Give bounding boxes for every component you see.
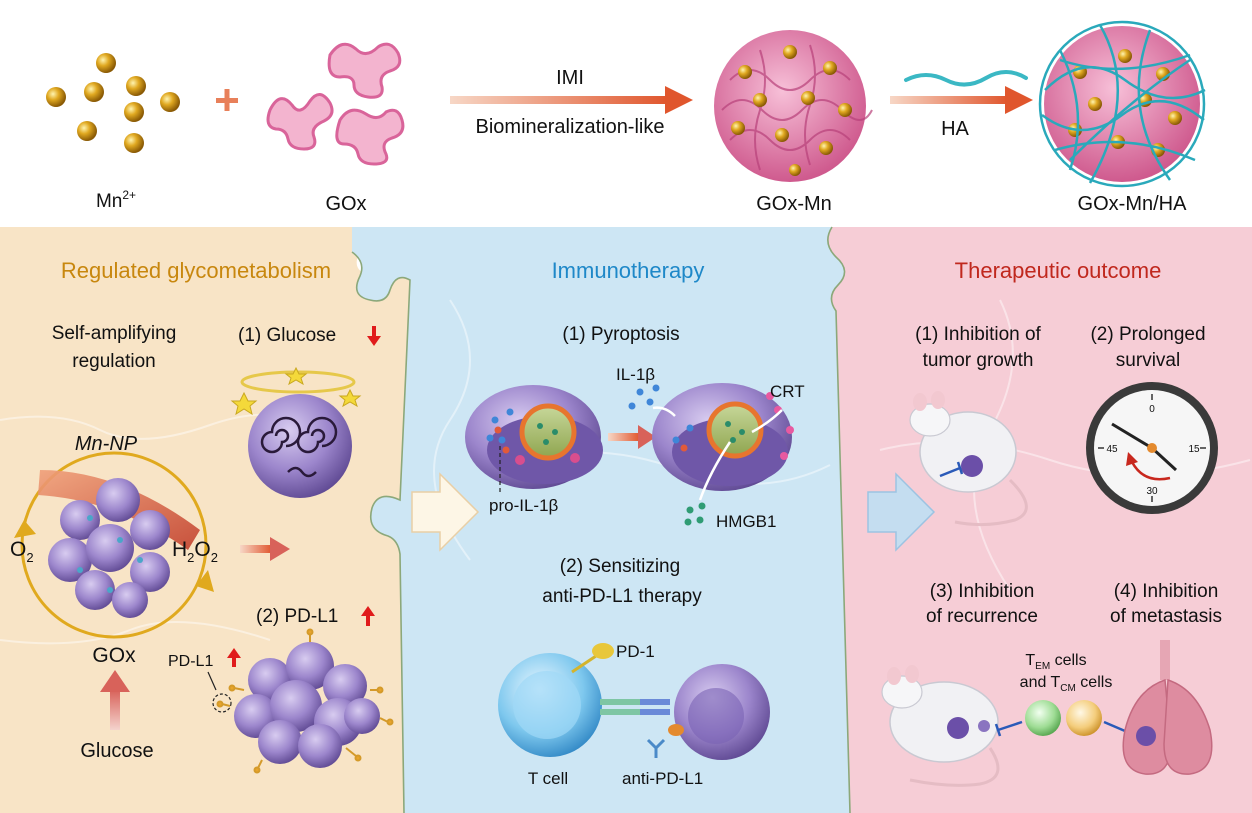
clock-0: 0	[1149, 404, 1155, 415]
flow-arrow-left	[411, 472, 480, 552]
crt-arrow	[751, 409, 783, 434]
clock-30: 30	[1146, 486, 1158, 497]
pyroptotic-cell-icon-intact	[465, 385, 603, 489]
gox-cycle-label: GOx	[92, 644, 136, 667]
arrow1-top-label: IMI	[556, 67, 584, 89]
memory-tcell-icons	[994, 700, 1136, 741]
mouse-icon-recurrence	[881, 665, 1000, 787]
goxmn-label: GOx-Mn	[756, 193, 832, 215]
sens-line1: (2) Sensitizing	[560, 556, 680, 577]
glucose-up-arrow	[100, 670, 130, 730]
plus-icon	[216, 89, 238, 111]
panel-mid-title: Immunotherapy	[552, 258, 705, 283]
anti-pdl1-antibody-icon	[646, 738, 666, 758]
synthesis-section: Mn2+ GOx IMI Biomineralization-like	[46, 20, 1206, 215]
tcell-label: T cell	[528, 769, 568, 788]
pd1-label: PD-1	[616, 642, 655, 661]
goxmn-particle-icon	[714, 30, 873, 182]
gox-mn-ha-particle-icon	[1038, 20, 1206, 188]
mn-ion-icon	[46, 53, 180, 153]
h2o2-arrow	[240, 537, 290, 561]
arrow-up-icon	[361, 606, 375, 626]
panel-right-title: Therapeutic outcome	[955, 258, 1162, 283]
panel-mid: Immunotherapy (1) Pyroptosis pro-IL-1β	[465, 258, 805, 788]
pdl1-callout-circle	[212, 693, 232, 713]
glucose-item: (1) Glucose	[238, 325, 336, 346]
tem-label: TEM cells	[1025, 652, 1086, 672]
out3-line1: (3) Inhibition	[930, 581, 1035, 602]
sens-line2: anti-PD-L1 therapy	[542, 586, 702, 607]
out1-line2: tumor growth	[923, 350, 1034, 371]
self-amp-line2: regulation	[72, 351, 155, 372]
clock-icon: 0 15 30 45	[1086, 382, 1218, 514]
crt-label: CRT	[770, 382, 805, 401]
mn-np-label: Mn-NP	[75, 433, 138, 455]
out2-line2: survival	[1116, 350, 1180, 371]
arrow2-label: HA	[941, 118, 969, 140]
pdl1-small-label: PD-L1	[168, 653, 213, 670]
pyroptotic-cell-icon	[652, 383, 794, 491]
tumor-cell-icon	[668, 664, 770, 760]
final-label: GOx-Mn/HA	[1078, 193, 1188, 215]
sad-cell-icon	[230, 366, 362, 498]
hmgb1-label: HMGB1	[716, 512, 776, 531]
out1-line1: (1) Inhibition of	[915, 324, 1041, 345]
pyro-arrow	[608, 425, 656, 449]
gox-label: GOx	[325, 193, 366, 215]
arrow-down-icon	[367, 326, 381, 346]
il1b-arrow	[652, 406, 676, 417]
out3-line2: of recurrence	[926, 606, 1038, 627]
o2-label: O2	[10, 538, 34, 565]
out4-line1: (4) Inhibition	[1114, 581, 1219, 602]
glucose-label: Glucose	[80, 740, 153, 762]
pro-il1b-label: pro-IL-1β	[489, 496, 559, 515]
ha-strand-icon	[904, 70, 1028, 87]
flow-arrow-right	[867, 472, 936, 552]
clock-45: 45	[1106, 444, 1118, 455]
synthesis-arrow-1	[450, 86, 693, 114]
pdl1-item: (2) PD-L1	[256, 606, 338, 627]
lung-icon	[1122, 640, 1213, 775]
anti-pdl1-label: anti-PD-L1	[622, 769, 703, 788]
pyro-item: (1) Pyroptosis	[562, 324, 679, 345]
tcm-label: and TCM cells	[1020, 674, 1113, 694]
pdl1-leader	[207, 671, 217, 691]
panel-backgrounds	[0, 227, 1252, 813]
panel-right: Therapeutic outcome (1) Inhibition of tu…	[881, 258, 1222, 787]
gox-protein-icon	[266, 42, 405, 166]
hmgb1-arrow	[698, 441, 732, 501]
out4-line2: of metastasis	[1110, 606, 1222, 627]
self-amp-line1: Self-amplifying	[52, 323, 177, 344]
hmgb1-release-icon	[684, 502, 706, 526]
il1b-release-icon	[628, 384, 660, 410]
tumor-cluster-icon	[216, 628, 394, 774]
synthesis-arrow-2	[890, 86, 1033, 114]
il1b-label: IL-1β	[616, 365, 655, 384]
mn-np-cycle-icon	[14, 451, 214, 639]
panel-left: Regulated glycometabolism Self-amplifyin…	[10, 258, 394, 774]
panel-borders	[351, 226, 851, 813]
panel-right-bg	[827, 227, 1252, 813]
arrow1-bottom-label: Biomineralization-like	[476, 116, 665, 138]
clock-15: 15	[1188, 444, 1200, 455]
mouse-icon	[909, 391, 1028, 527]
panel-left-title: Regulated glycometabolism	[61, 258, 331, 283]
t-cell-icon	[498, 643, 614, 757]
out2-line1: (2) Prolonged	[1090, 324, 1205, 345]
mn-label: Mn2+	[96, 188, 136, 212]
pd1-pdl1-bridge	[600, 699, 670, 715]
arrow-up-small-icon	[227, 648, 241, 667]
h2o2-label: H2O2	[172, 538, 218, 565]
